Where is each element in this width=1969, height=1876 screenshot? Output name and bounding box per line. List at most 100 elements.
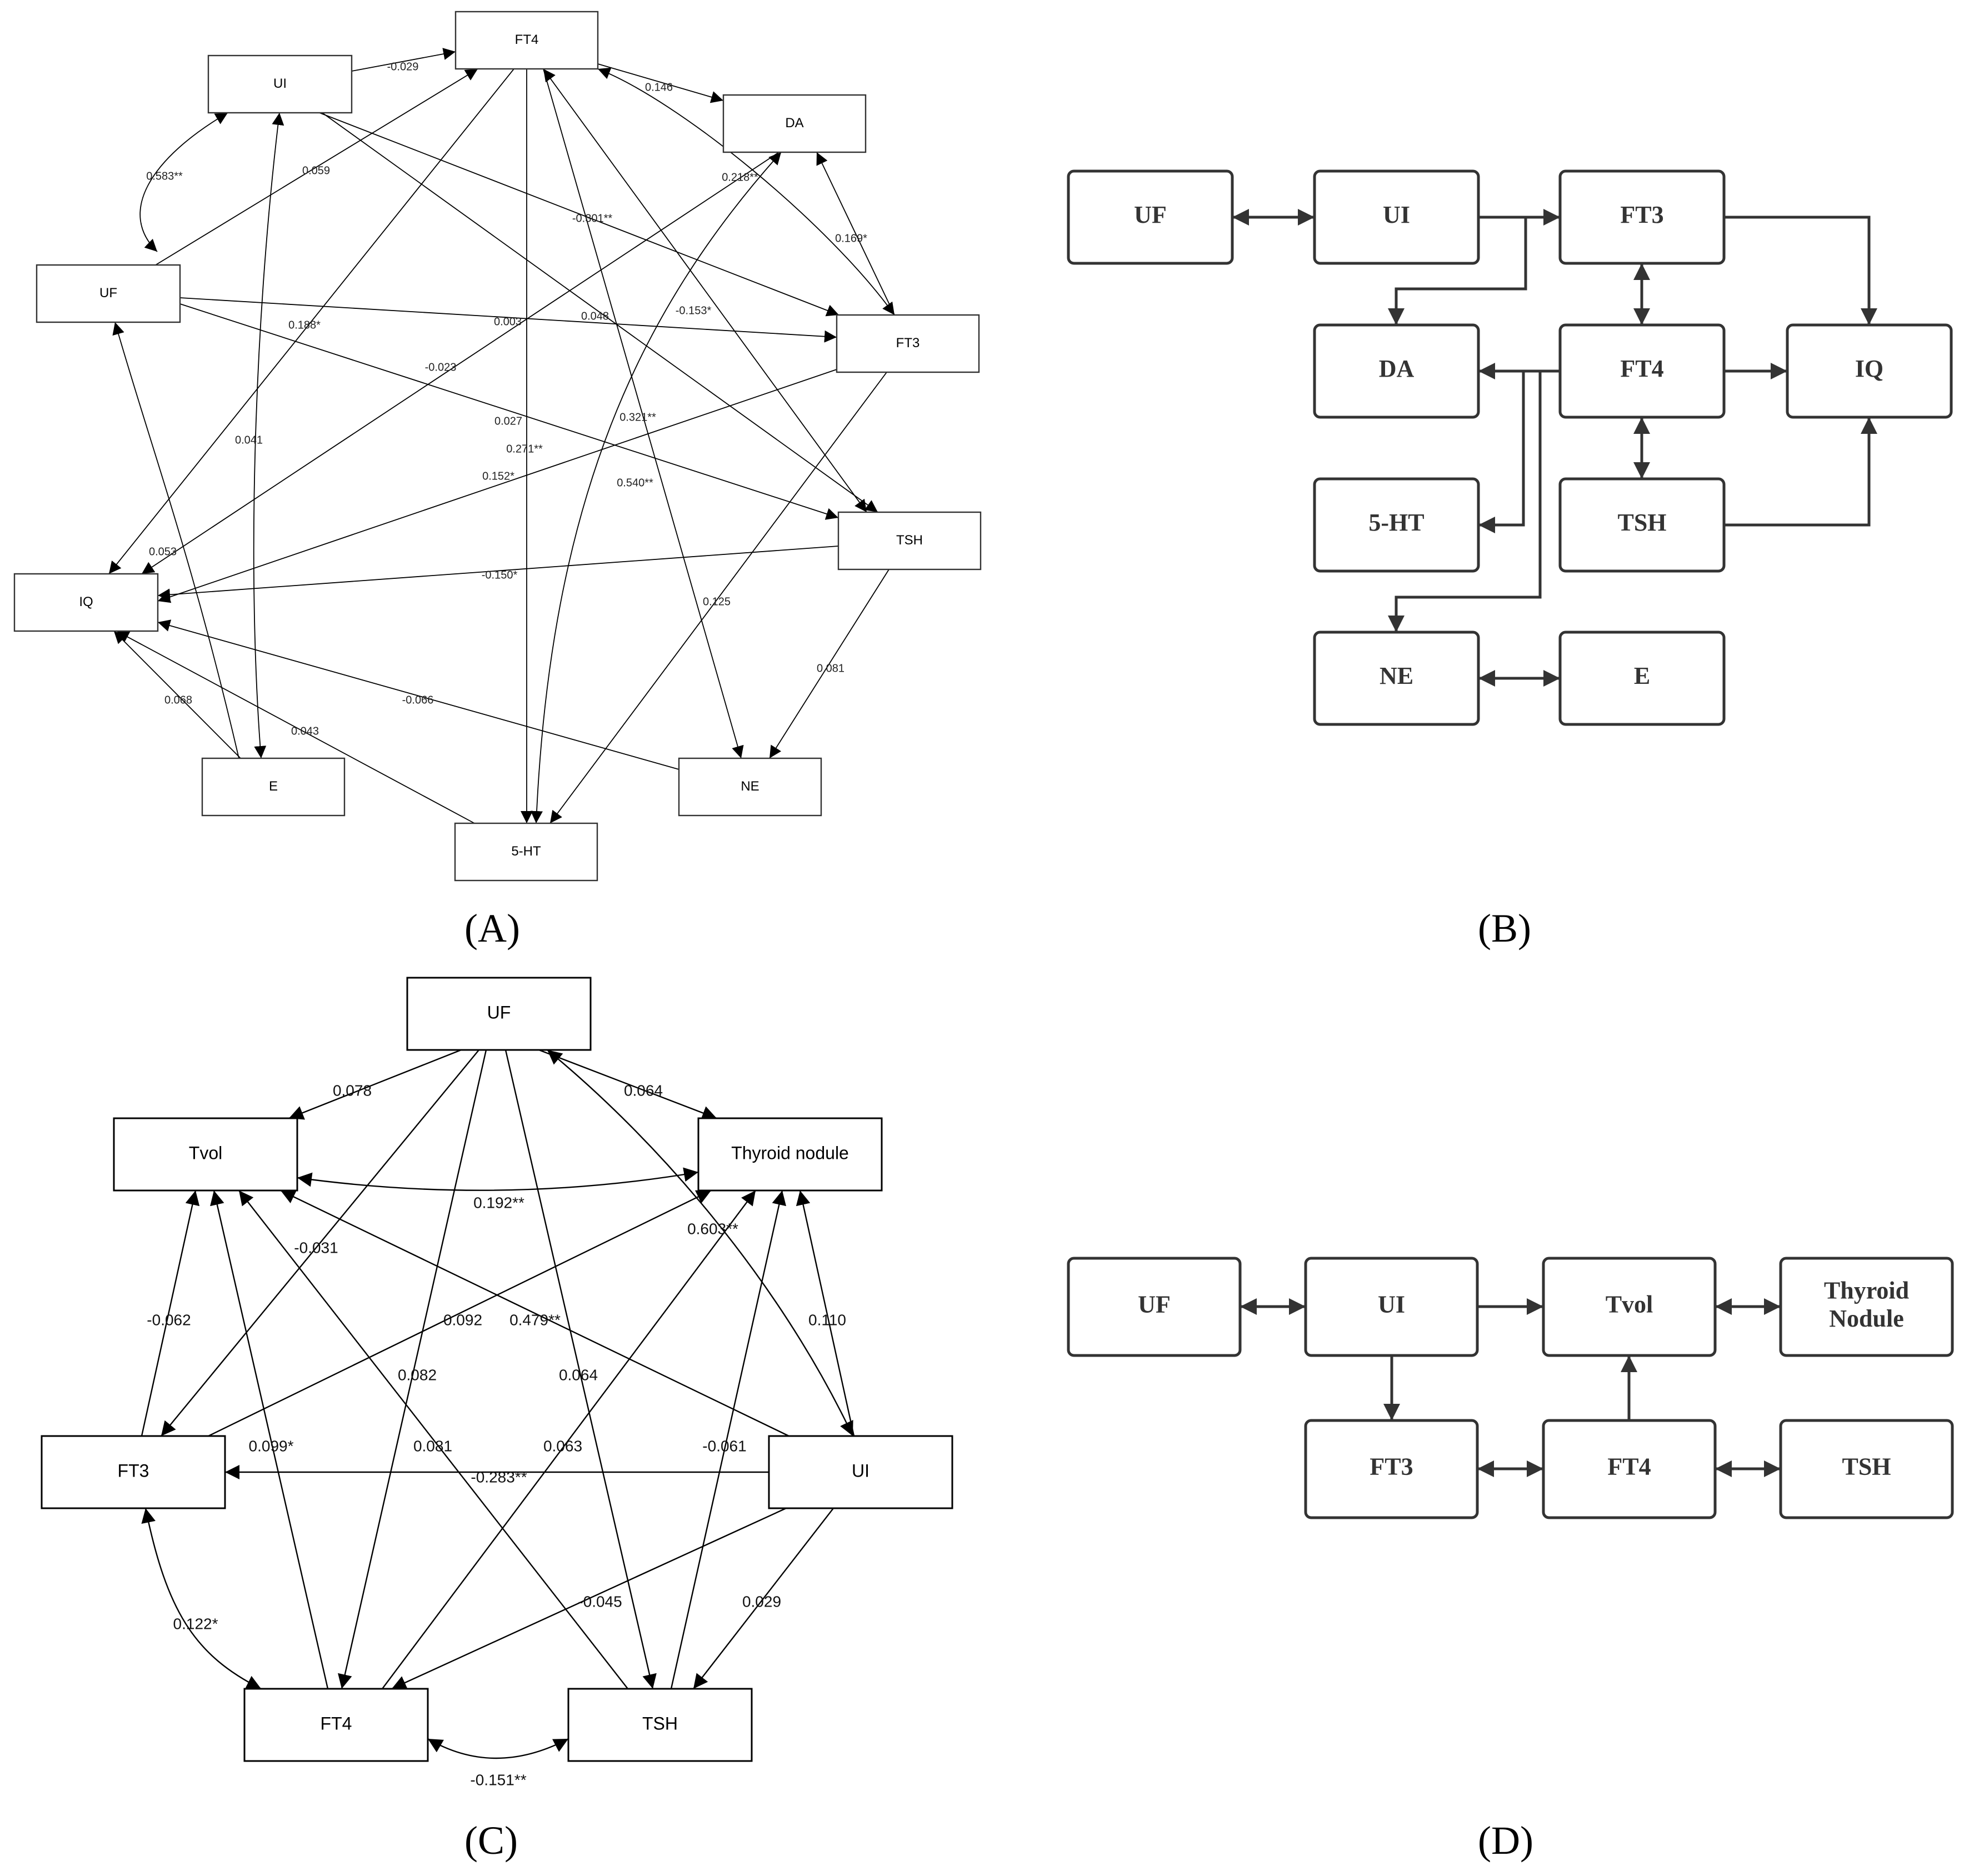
panel-c-edge-ui-to-thyroid-nodule bbox=[796, 1190, 855, 1437]
panel-d-node-label: UF bbox=[1138, 1291, 1171, 1318]
panel-d-node-ft4: FT4 bbox=[1542, 1419, 1717, 1519]
panel-c-edge-label: 0.063 bbox=[543, 1437, 582, 1454]
panel-a-edge-tsh-to-ne bbox=[769, 569, 889, 759]
panel-a-edge-label: 0.218** bbox=[722, 171, 758, 183]
panel-b-node-uf: UF bbox=[1067, 169, 1234, 265]
panel-b-node-tsh: TSH bbox=[1558, 477, 1726, 573]
panel-b-node-box bbox=[1786, 323, 1953, 419]
panel-c-node-label: Thyroid nodule bbox=[731, 1143, 849, 1163]
panel-a-edge-label: 0.540** bbox=[617, 477, 653, 489]
panel-a-node-box bbox=[36, 264, 181, 323]
panel-c-edge-ft3-to-thyroid-nodule bbox=[208, 1189, 712, 1437]
panel-b-node-label: UI bbox=[1383, 201, 1410, 228]
panel-a-node-box bbox=[207, 54, 353, 114]
panel-b-edge-tsh-to-iq bbox=[1724, 417, 1877, 527]
panel-b-node-label: UF bbox=[1134, 201, 1167, 228]
panel-a-node-label: DA bbox=[785, 116, 803, 131]
panel-a-node-ft3: FT3 bbox=[836, 314, 980, 373]
panel-c-edge-tsh-to-tvol bbox=[238, 1190, 628, 1689]
panel-a-node-label: NE bbox=[741, 779, 759, 794]
panel-a-edge-uf-to-ui bbox=[139, 112, 228, 252]
panel-c-node-box bbox=[113, 1117, 298, 1192]
panel-b-node-box bbox=[1558, 477, 1726, 573]
panel-a-edge-uf-to-ft4 bbox=[155, 68, 478, 266]
panel-a-node-box bbox=[722, 94, 867, 153]
panel-b-node-label: FT3 bbox=[1620, 201, 1663, 228]
panel-c-edge-ui-to-uf bbox=[547, 1049, 854, 1437]
panel-a-node-box bbox=[678, 757, 822, 817]
panel-c-node-label: UF bbox=[487, 1002, 511, 1022]
panel-a-node-label: IQ bbox=[79, 594, 93, 609]
panel-d-node-box bbox=[1304, 1419, 1479, 1519]
panel-a-node-label: UI bbox=[273, 76, 287, 91]
panel-b-node-box bbox=[1558, 631, 1726, 726]
panel-a-edge-5-ht-to-iq bbox=[116, 631, 475, 824]
panel-b-node-ft3: FT3 bbox=[1558, 169, 1726, 265]
panel-a-edge-ui-to-ft4 bbox=[351, 48, 456, 72]
panel-c-edge-label: 0.064 bbox=[559, 1366, 598, 1383]
panel-a-edge-label: -0.153* bbox=[676, 304, 712, 317]
panel-a-edge-label: 0.271** bbox=[506, 443, 543, 455]
panel-label-c: (C) bbox=[464, 1818, 518, 1863]
panel-c-edge-ft4-to-tvol bbox=[210, 1190, 329, 1689]
panel-a-node-label: TSH bbox=[896, 533, 923, 548]
panel-d-node-tsh: TSH bbox=[1779, 1419, 1954, 1519]
panel-b-edge-ft4-to-5-ht bbox=[1478, 371, 1525, 533]
panel-b-node-label: E bbox=[1634, 662, 1650, 689]
panel-d-node-label: Tvol bbox=[1606, 1291, 1653, 1318]
panel-c-edge-tvol-to-thyroid-nodule bbox=[297, 1167, 699, 1191]
panel-b-node-label: FT4 bbox=[1620, 355, 1663, 382]
panel-a-node-box bbox=[837, 511, 982, 571]
panel-a-node-box bbox=[454, 11, 599, 70]
panel-label-d: (D) bbox=[1478, 1818, 1533, 1863]
panel-c-edge-ui-to-ft4 bbox=[391, 1507, 787, 1690]
panel-c-node-box bbox=[567, 1688, 753, 1762]
panel-b-edge-ft3-to-iq bbox=[1724, 216, 1877, 325]
panel-a-node-label: FT3 bbox=[896, 336, 920, 351]
panel-c-node-ft3: FT3 bbox=[41, 1435, 226, 1509]
panel-d-node-ui: UI bbox=[1304, 1257, 1479, 1357]
panel-b-node-box bbox=[1313, 169, 1480, 265]
panel-a-node-label: E bbox=[269, 779, 278, 794]
panel-c-node-box bbox=[243, 1688, 429, 1762]
panel-a-node-box bbox=[13, 573, 159, 632]
panel-c-edge-label: 0.029 bbox=[742, 1593, 781, 1610]
panel-c-edge-label: 0.110 bbox=[808, 1311, 846, 1328]
panel-d-node-uf: UF bbox=[1067, 1257, 1242, 1357]
panel-c-node-label: TSH bbox=[642, 1713, 678, 1733]
panel-c-edge-tsh-to-thyroid-nodule bbox=[670, 1190, 787, 1689]
panel-d-node-label: TSH bbox=[1842, 1453, 1891, 1480]
panel-a-edge-label: 0.146 bbox=[645, 81, 673, 93]
panel-a-edge-ft4-to-iq bbox=[108, 68, 514, 574]
panel-c-edge-label: -0.062 bbox=[147, 1311, 191, 1328]
panel-a-node-uf: UF bbox=[36, 264, 181, 323]
panel-a-edge-label: -0.029 bbox=[387, 61, 419, 73]
panel-a-edge-label: 0.583** bbox=[146, 170, 183, 182]
panel-d-node-box bbox=[1304, 1257, 1479, 1357]
panel-a-edge-label: -0.066 bbox=[402, 694, 434, 706]
panel-a-edge-ne-to-iq bbox=[157, 619, 679, 770]
panel-c-node-label: Tvol bbox=[189, 1143, 222, 1163]
panel-a-node-box bbox=[836, 314, 980, 373]
panel-d-node-label: FT3 bbox=[1370, 1453, 1413, 1480]
panel-a-edge-ui-to-e bbox=[253, 112, 284, 759]
panel-d-node-label: UI bbox=[1378, 1291, 1405, 1318]
panel-b-node-label: NE bbox=[1380, 662, 1413, 689]
panel-a-edge-label: 0.043 bbox=[291, 725, 319, 737]
panel-a-node-5-ht: 5-HT bbox=[454, 822, 598, 882]
panel-c-node-box bbox=[406, 977, 592, 1051]
panel-a-node-e: E bbox=[201, 757, 346, 817]
panel-d-node-box bbox=[1779, 1257, 1954, 1357]
panel-b-node-iq: IQ bbox=[1786, 323, 1953, 419]
panel-b-node-box bbox=[1067, 169, 1234, 265]
panel-a-node-ui: UI bbox=[207, 54, 353, 114]
panel-c-node-ui: UI bbox=[768, 1435, 953, 1509]
panel-c-edge-label: 0.092 bbox=[443, 1311, 482, 1328]
panel-c-node-ft4: FT4 bbox=[243, 1688, 429, 1762]
panel-b-edge-ft4-to-ne bbox=[1388, 371, 1542, 632]
panel-d-node-box bbox=[1542, 1419, 1717, 1519]
panel-c-edge-ui-to-tsh bbox=[693, 1508, 834, 1689]
panel-c-edge-ft3-to-tvol bbox=[141, 1190, 200, 1437]
panel-c-edge-label: 0.479** bbox=[509, 1311, 561, 1328]
